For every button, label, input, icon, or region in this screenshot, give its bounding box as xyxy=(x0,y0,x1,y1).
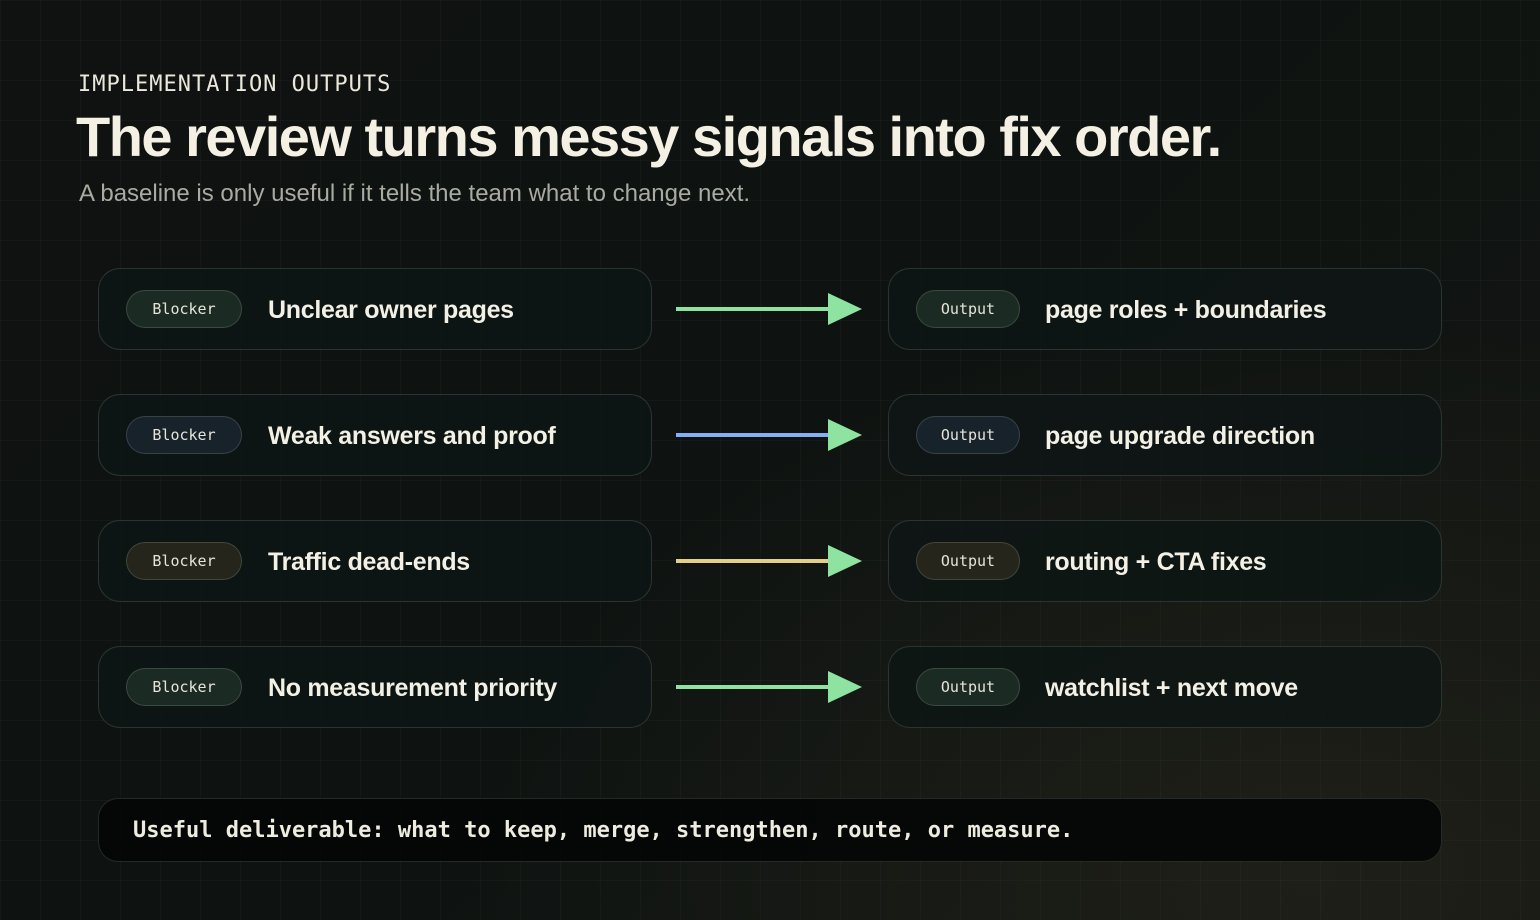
page-subtitle: A baseline is only useful if it tells th… xyxy=(79,180,751,207)
blocker-tag: Blocker xyxy=(126,290,242,328)
arrow-connector xyxy=(676,545,862,577)
output-text: page upgrade direction xyxy=(1045,421,1315,450)
arrow-head-icon xyxy=(828,419,862,451)
blocker-card: Blocker Unclear owner pages xyxy=(98,268,652,350)
arrow-connector xyxy=(676,293,862,325)
arrow-connector xyxy=(676,671,862,703)
output-text: routing + CTA fixes xyxy=(1045,547,1267,576)
arrow-head-icon xyxy=(828,545,862,577)
arrow-connector xyxy=(676,419,862,451)
blocker-text: Unclear owner pages xyxy=(268,295,514,324)
page-title: The review turns messy signals into fix … xyxy=(76,105,1222,168)
output-text: page roles + boundaries xyxy=(1045,295,1327,324)
footer-deliverable: Useful deliverable: what to keep, merge,… xyxy=(98,798,1442,862)
output-tag: Output xyxy=(916,542,1020,580)
output-text: watchlist + next move xyxy=(1045,673,1298,702)
blocker-card: Blocker Traffic dead-ends xyxy=(98,520,652,602)
blocker-tag: Blocker xyxy=(126,416,242,454)
output-card: Output watchlist + next move xyxy=(888,646,1442,728)
output-tag: Output xyxy=(916,416,1020,454)
arrow-head-icon xyxy=(828,293,862,325)
blocker-tag: Blocker xyxy=(126,542,242,580)
arrow-head-icon xyxy=(828,671,862,703)
blocker-card: Blocker Weak answers and proof xyxy=(98,394,652,476)
blocker-card: Blocker No measurement priority xyxy=(98,646,652,728)
output-card: Output page upgrade direction xyxy=(888,394,1442,476)
output-card: Output routing + CTA fixes xyxy=(888,520,1442,602)
blocker-text: Traffic dead-ends xyxy=(268,547,470,576)
blocker-text: Weak answers and proof xyxy=(268,421,556,450)
blocker-tag: Blocker xyxy=(126,668,242,706)
eyebrow-label: IMPLEMENTATION OUTPUTS xyxy=(78,72,392,97)
output-card: Output page roles + boundaries xyxy=(888,268,1442,350)
output-tag: Output xyxy=(916,290,1020,328)
output-tag: Output xyxy=(916,668,1020,706)
blocker-text: No measurement priority xyxy=(268,673,558,702)
